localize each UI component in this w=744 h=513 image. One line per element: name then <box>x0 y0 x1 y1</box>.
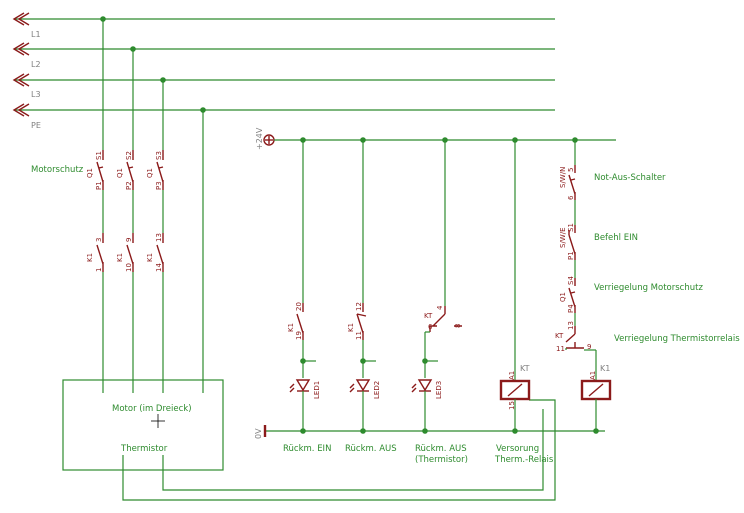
k1-name: K1 <box>116 253 124 262</box>
q1-pin: S2 <box>125 151 133 160</box>
led1-label: LED1 <box>313 381 321 399</box>
power-wires <box>102 19 204 393</box>
motor-box <box>62 379 224 471</box>
rail-l2-label: L2 <box>31 60 41 69</box>
k1-pin: 13 <box>155 233 163 242</box>
k1-name: K1 <box>86 253 94 262</box>
motorschutz-label: Motorschutz <box>31 165 84 175</box>
supply-24v-symbol <box>263 134 275 146</box>
led2-label: LED2 <box>373 381 381 399</box>
led1-icon <box>289 379 311 393</box>
therm-relay-branch <box>499 140 531 431</box>
rail-l1-label: L1 <box>31 30 41 39</box>
chain-pin: 6 <box>567 195 575 200</box>
q1-pin-labels: Q1 P1 S1 Q1 P2 S2 Q1 P3 S3 <box>86 151 163 190</box>
k1-coil-pin: A1 <box>589 371 597 380</box>
chain-name: Q1 <box>559 292 567 302</box>
k1-coil-name: K1 <box>600 364 610 373</box>
rail-pe-label: PE <box>31 121 41 130</box>
phase-rails <box>12 12 555 117</box>
q1-pin: S3 <box>155 151 163 160</box>
q1-name: Q1 <box>146 168 154 178</box>
chain-pin: 13 <box>567 321 575 330</box>
led3-label: LED3 <box>435 381 443 399</box>
contact-pin: 12 <box>355 302 363 311</box>
thermistor-label: Thermistor <box>120 444 168 454</box>
q1-pin: P3 <box>155 181 163 190</box>
chain-name: KT <box>555 332 564 340</box>
befehl-ein-label: Befehl EIN <box>594 233 638 243</box>
rail-l3-label: L3 <box>31 90 41 99</box>
therm-relay-label: Versorung <box>496 444 539 454</box>
feedback-1-label: Rückm. EIN <box>283 444 331 454</box>
contact-pin: 19 <box>295 331 303 340</box>
k1-coil-pin: 9 <box>587 343 591 351</box>
kt-pin: 15 <box>508 401 516 410</box>
control-chain <box>565 140 612 431</box>
feedback-branch-3 <box>411 140 462 431</box>
thermistor-wires <box>122 399 556 501</box>
feedback-branch-1 <box>289 140 316 431</box>
feedback-2-label: Rückm. AUS <box>345 444 397 454</box>
chain-pin: P1 <box>567 251 575 260</box>
contact-pin: 6 <box>428 323 433 331</box>
contact-name: K1 <box>287 323 295 332</box>
q1-pin: S1 <box>95 151 103 160</box>
contact-pin: 11 <box>355 331 363 340</box>
chain-pin: P4 <box>567 304 575 313</box>
chain-pin: S4 <box>567 276 575 285</box>
k1-name: K1 <box>146 253 154 262</box>
motor-label: Motor (im Dreieck) <box>112 404 192 414</box>
crosshair-icon <box>151 414 165 428</box>
verriegelung-motorschutz-label: Verriegelung Motorschutz <box>594 283 703 293</box>
chain-name: S/W/N <box>559 167 567 188</box>
q1-name: Q1 <box>86 168 94 178</box>
k1-power-contacts <box>96 233 164 272</box>
contact-pin: 4 <box>436 305 444 310</box>
led2-icon <box>349 379 371 393</box>
kt-coil-name: KT <box>520 364 530 373</box>
chain-name: S/W/E <box>559 227 567 248</box>
k1-pin: 1 <box>95 268 103 272</box>
therm-relay-sublabel: Therm.-Relais <box>494 455 554 465</box>
verriegelung-thermistor-label: Verriegelung Thermistorrelais <box>614 334 740 344</box>
q1-name: Q1 <box>116 168 124 178</box>
feedback-3-sublabel: (Thermistor) <box>415 455 468 465</box>
ground-0v-label: 0V <box>254 428 263 439</box>
chain-pin: 5 <box>567 168 575 172</box>
contact-name: KT <box>424 312 433 320</box>
contact-pin: 20 <box>295 302 303 311</box>
k1-pin: 14 <box>155 263 163 272</box>
chain-pin: S1 <box>567 223 575 232</box>
contact-pin: 8 <box>454 324 462 328</box>
led3-icon <box>411 379 433 393</box>
k1-pin-labels: K1 1 3 K1 10 9 K1 14 13 <box>86 233 163 272</box>
q1-pin: P2 <box>125 181 133 190</box>
feedback-3-label: Rückm. AUS <box>415 444 467 454</box>
chain-pin: 11 <box>556 345 565 353</box>
supply-24v-label: +24V <box>255 127 264 150</box>
k1-pin: 9 <box>125 238 133 242</box>
k1-pin: 10 <box>125 263 133 272</box>
q1-pin: P1 <box>95 181 103 190</box>
feedback-branch-2 <box>349 140 376 431</box>
k1-pin: 3 <box>95 238 103 242</box>
q1-contacts <box>96 150 164 190</box>
not-aus-label: Not-Aus-Schalter <box>594 173 666 183</box>
kt-pin: A1 <box>508 371 516 380</box>
contact-name: K1 <box>347 323 355 332</box>
